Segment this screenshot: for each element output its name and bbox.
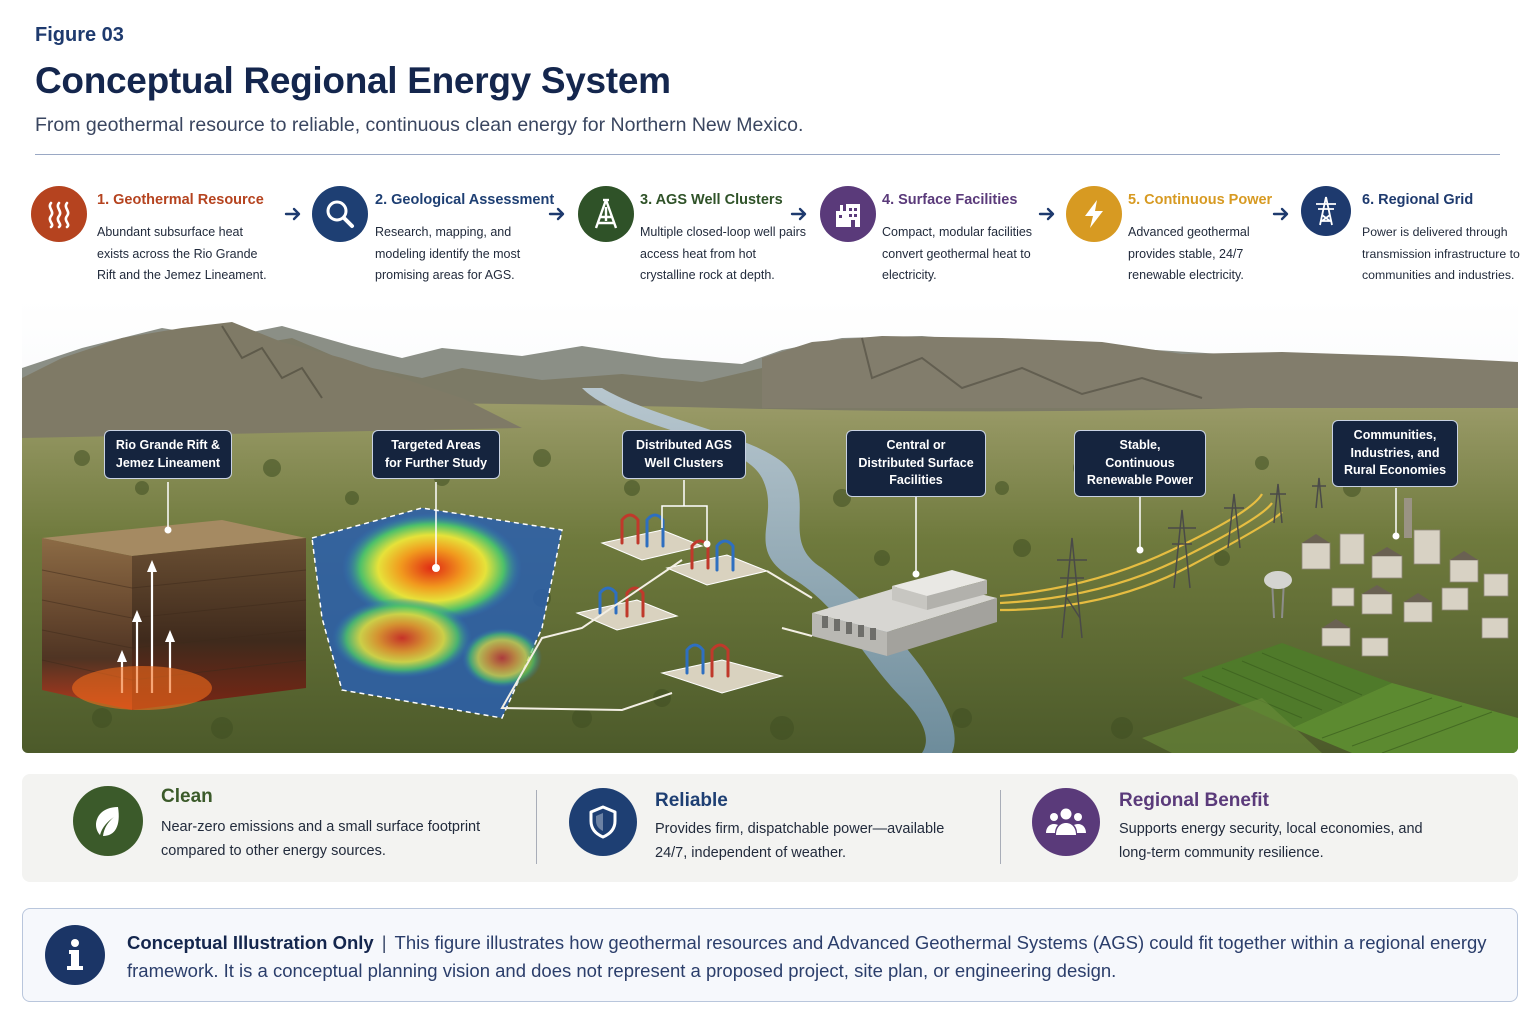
step-description: Advanced geothermal provides stable, 24/… bbox=[1128, 225, 1250, 282]
page-subtitle: From geothermal resource to reliable, co… bbox=[35, 114, 804, 136]
leaf-icon bbox=[73, 786, 143, 856]
benefit-description: Provides firm, dispatchable power—availa… bbox=[655, 821, 945, 861]
note-body: This figure illustrates how geothermal r… bbox=[127, 932, 1487, 981]
arrow-right-icon bbox=[548, 207, 565, 221]
arrow-right-icon bbox=[1038, 207, 1055, 221]
heat-waves-icon bbox=[31, 186, 87, 242]
benefits-panel: Clean Near-zero emissions and a small su… bbox=[22, 774, 1518, 882]
callout-surface-facilities: Central or Distributed Surface Facilitie… bbox=[846, 430, 986, 497]
callout-targeted-areas: Targeted Areas for Further Study bbox=[372, 430, 500, 479]
benefit-description: Supports energy security, local economie… bbox=[1119, 821, 1423, 861]
benefit-reliable: Reliable Provides firm, dispatchable pow… bbox=[542, 774, 1002, 882]
page-title: Conceptual Regional Energy System bbox=[35, 60, 671, 101]
benefit-clean: Clean Near-zero emissions and a small su… bbox=[22, 774, 532, 882]
note-title: Conceptual Illustration Only bbox=[127, 932, 374, 953]
note-separator: | bbox=[381, 932, 387, 953]
callout-rift-lineament: Rio Grande Rift & Jemez Lineament bbox=[104, 430, 232, 479]
people-icon bbox=[1032, 788, 1100, 856]
benefit-title: Reliable bbox=[655, 790, 728, 811]
figure-label: Figure 03 bbox=[35, 24, 124, 46]
note-text-block: Conceptual Illustration Only |This figure… bbox=[127, 929, 1487, 985]
transmission-tower-icon bbox=[1301, 186, 1351, 236]
lightning-icon bbox=[1066, 186, 1122, 242]
step-description: Abundant subsurface heat exists across t… bbox=[97, 225, 267, 282]
landscape-art bbox=[22, 298, 1518, 753]
benefit-title: Clean bbox=[161, 786, 213, 807]
step-description: Multiple closed-loop well pairs access h… bbox=[640, 225, 807, 282]
step-title: 3. AGS Well Clusters bbox=[640, 192, 783, 208]
step-title: 6. Regional Grid bbox=[1362, 192, 1474, 208]
info-icon bbox=[45, 925, 105, 985]
step-description: Compact, modular facilities convert geot… bbox=[882, 225, 1033, 282]
step-title: 5. Continuous Power bbox=[1128, 192, 1273, 208]
arrow-right-icon bbox=[1272, 207, 1289, 221]
conceptual-note: Conceptual Illustration Only |This figure… bbox=[22, 908, 1518, 1002]
arrow-right-icon bbox=[790, 207, 807, 221]
step-title: 4. Surface Facilities bbox=[882, 192, 1018, 208]
magnifier-icon bbox=[312, 186, 368, 242]
header-divider bbox=[35, 154, 1500, 155]
callout-ags-well-clusters: Distributed AGS Well Clusters bbox=[622, 430, 746, 479]
callout-communities: Communities, Industries, and Rural Econo… bbox=[1332, 420, 1458, 487]
benefit-divider bbox=[1000, 790, 1001, 864]
step-description: Research, mapping, and modeling identify… bbox=[375, 225, 521, 282]
facility-icon bbox=[820, 186, 876, 242]
benefit-divider bbox=[536, 790, 537, 864]
benefit-title: Regional Benefit bbox=[1119, 790, 1269, 811]
step-title: 2. Geological Assessment bbox=[375, 192, 555, 208]
arrow-right-icon bbox=[284, 207, 301, 221]
benefit-regional: Regional Benefit Supports energy securit… bbox=[1006, 774, 1506, 882]
shield-icon bbox=[569, 788, 637, 856]
benefit-description: Near-zero emissions and a small surface … bbox=[161, 819, 481, 859]
step-description: Power is delivered through transmission … bbox=[1362, 225, 1520, 282]
step-title: 1. Geothermal Resource bbox=[97, 192, 264, 208]
regional-landscape-illustration: Rio Grande Rift & Jemez Lineament Target… bbox=[22, 298, 1518, 753]
callout-continuous-power: Stable, Continuous Renewable Power bbox=[1074, 430, 1206, 497]
drill-rig-icon bbox=[578, 186, 634, 242]
